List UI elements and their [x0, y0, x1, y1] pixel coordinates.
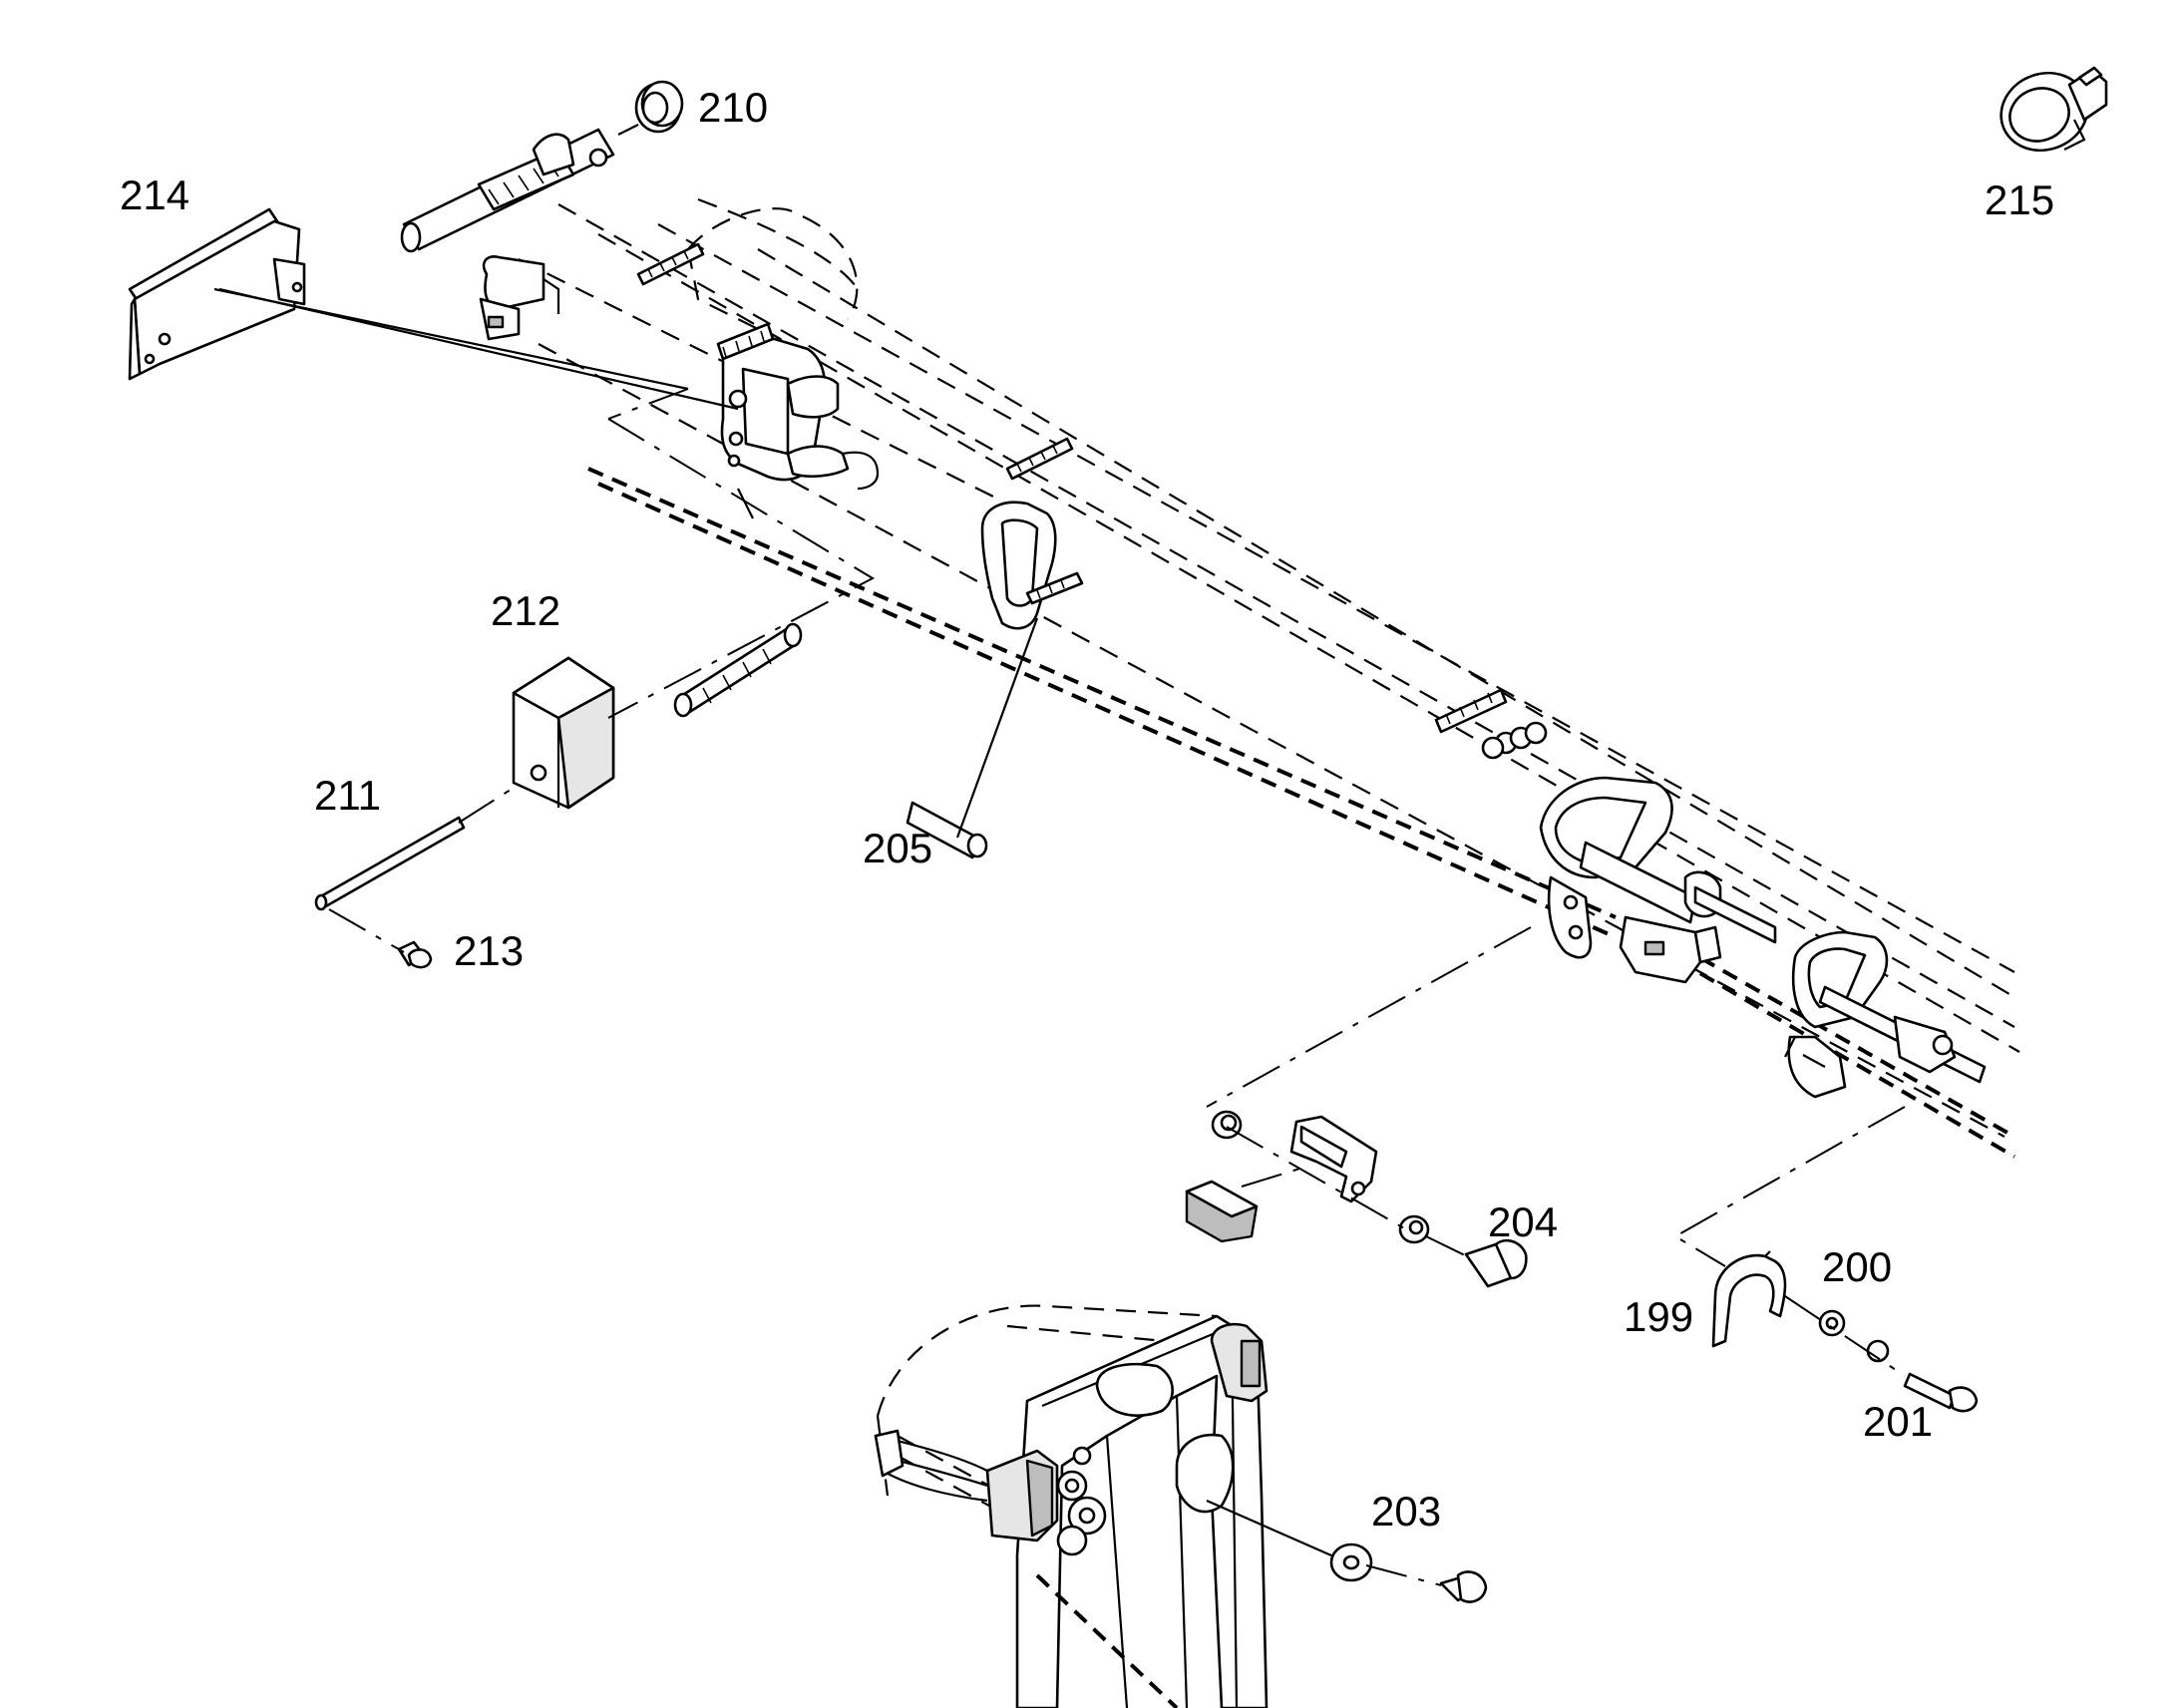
part-roller: [673, 622, 803, 718]
part-215-hose-clamp: [1999, 66, 2108, 153]
callout-215: 215: [1985, 176, 2054, 223]
callout-205: 205: [863, 825, 932, 871]
part-203-washer-bolt: [1329, 1542, 1488, 1603]
callout-213: 213: [454, 927, 524, 974]
part-213-screw: [397, 940, 433, 969]
callout-199: 199: [1624, 1293, 1693, 1340]
callout-204: 204: [1488, 1198, 1558, 1245]
part-204-assembly: [1185, 1110, 1528, 1288]
boom-guide-frame-mid: [980, 501, 1084, 630]
callout-203: 203: [1371, 1488, 1441, 1535]
part-200-nut: [1818, 1309, 1846, 1337]
callout-211: 211: [314, 772, 381, 819]
callout-labels: 210 214 215 212 211 213 205 204 200 199 …: [120, 84, 2054, 1535]
callout-214: 214: [120, 171, 189, 218]
part-211-pin: [314, 816, 466, 911]
callout-212: 212: [491, 587, 560, 634]
part-199-yoke: [1711, 1250, 1787, 1348]
callout-210: 210: [698, 84, 768, 131]
boom-head-frame: [716, 322, 880, 491]
boom-end-frame: [1784, 930, 1987, 1099]
callout-201: 201: [1863, 1398, 1933, 1445]
boom-bracket-top: [636, 242, 1548, 760]
part-212-guide-block: [512, 656, 615, 810]
rear-shaft-end: [400, 128, 615, 341]
part-205-sleeve: [906, 801, 988, 859]
mast-assembly: [874, 1304, 1269, 1708]
part-201-bolt: [1903, 1372, 1979, 1413]
boom-rear-frame: [1539, 776, 1777, 984]
leader-lines: [328, 388, 1906, 1586]
part-210-bushing: [617, 80, 684, 136]
part-214-bracket-plate: [128, 207, 739, 411]
boom-assembly: [400, 128, 2020, 1159]
callout-200: 200: [1822, 1243, 1892, 1290]
